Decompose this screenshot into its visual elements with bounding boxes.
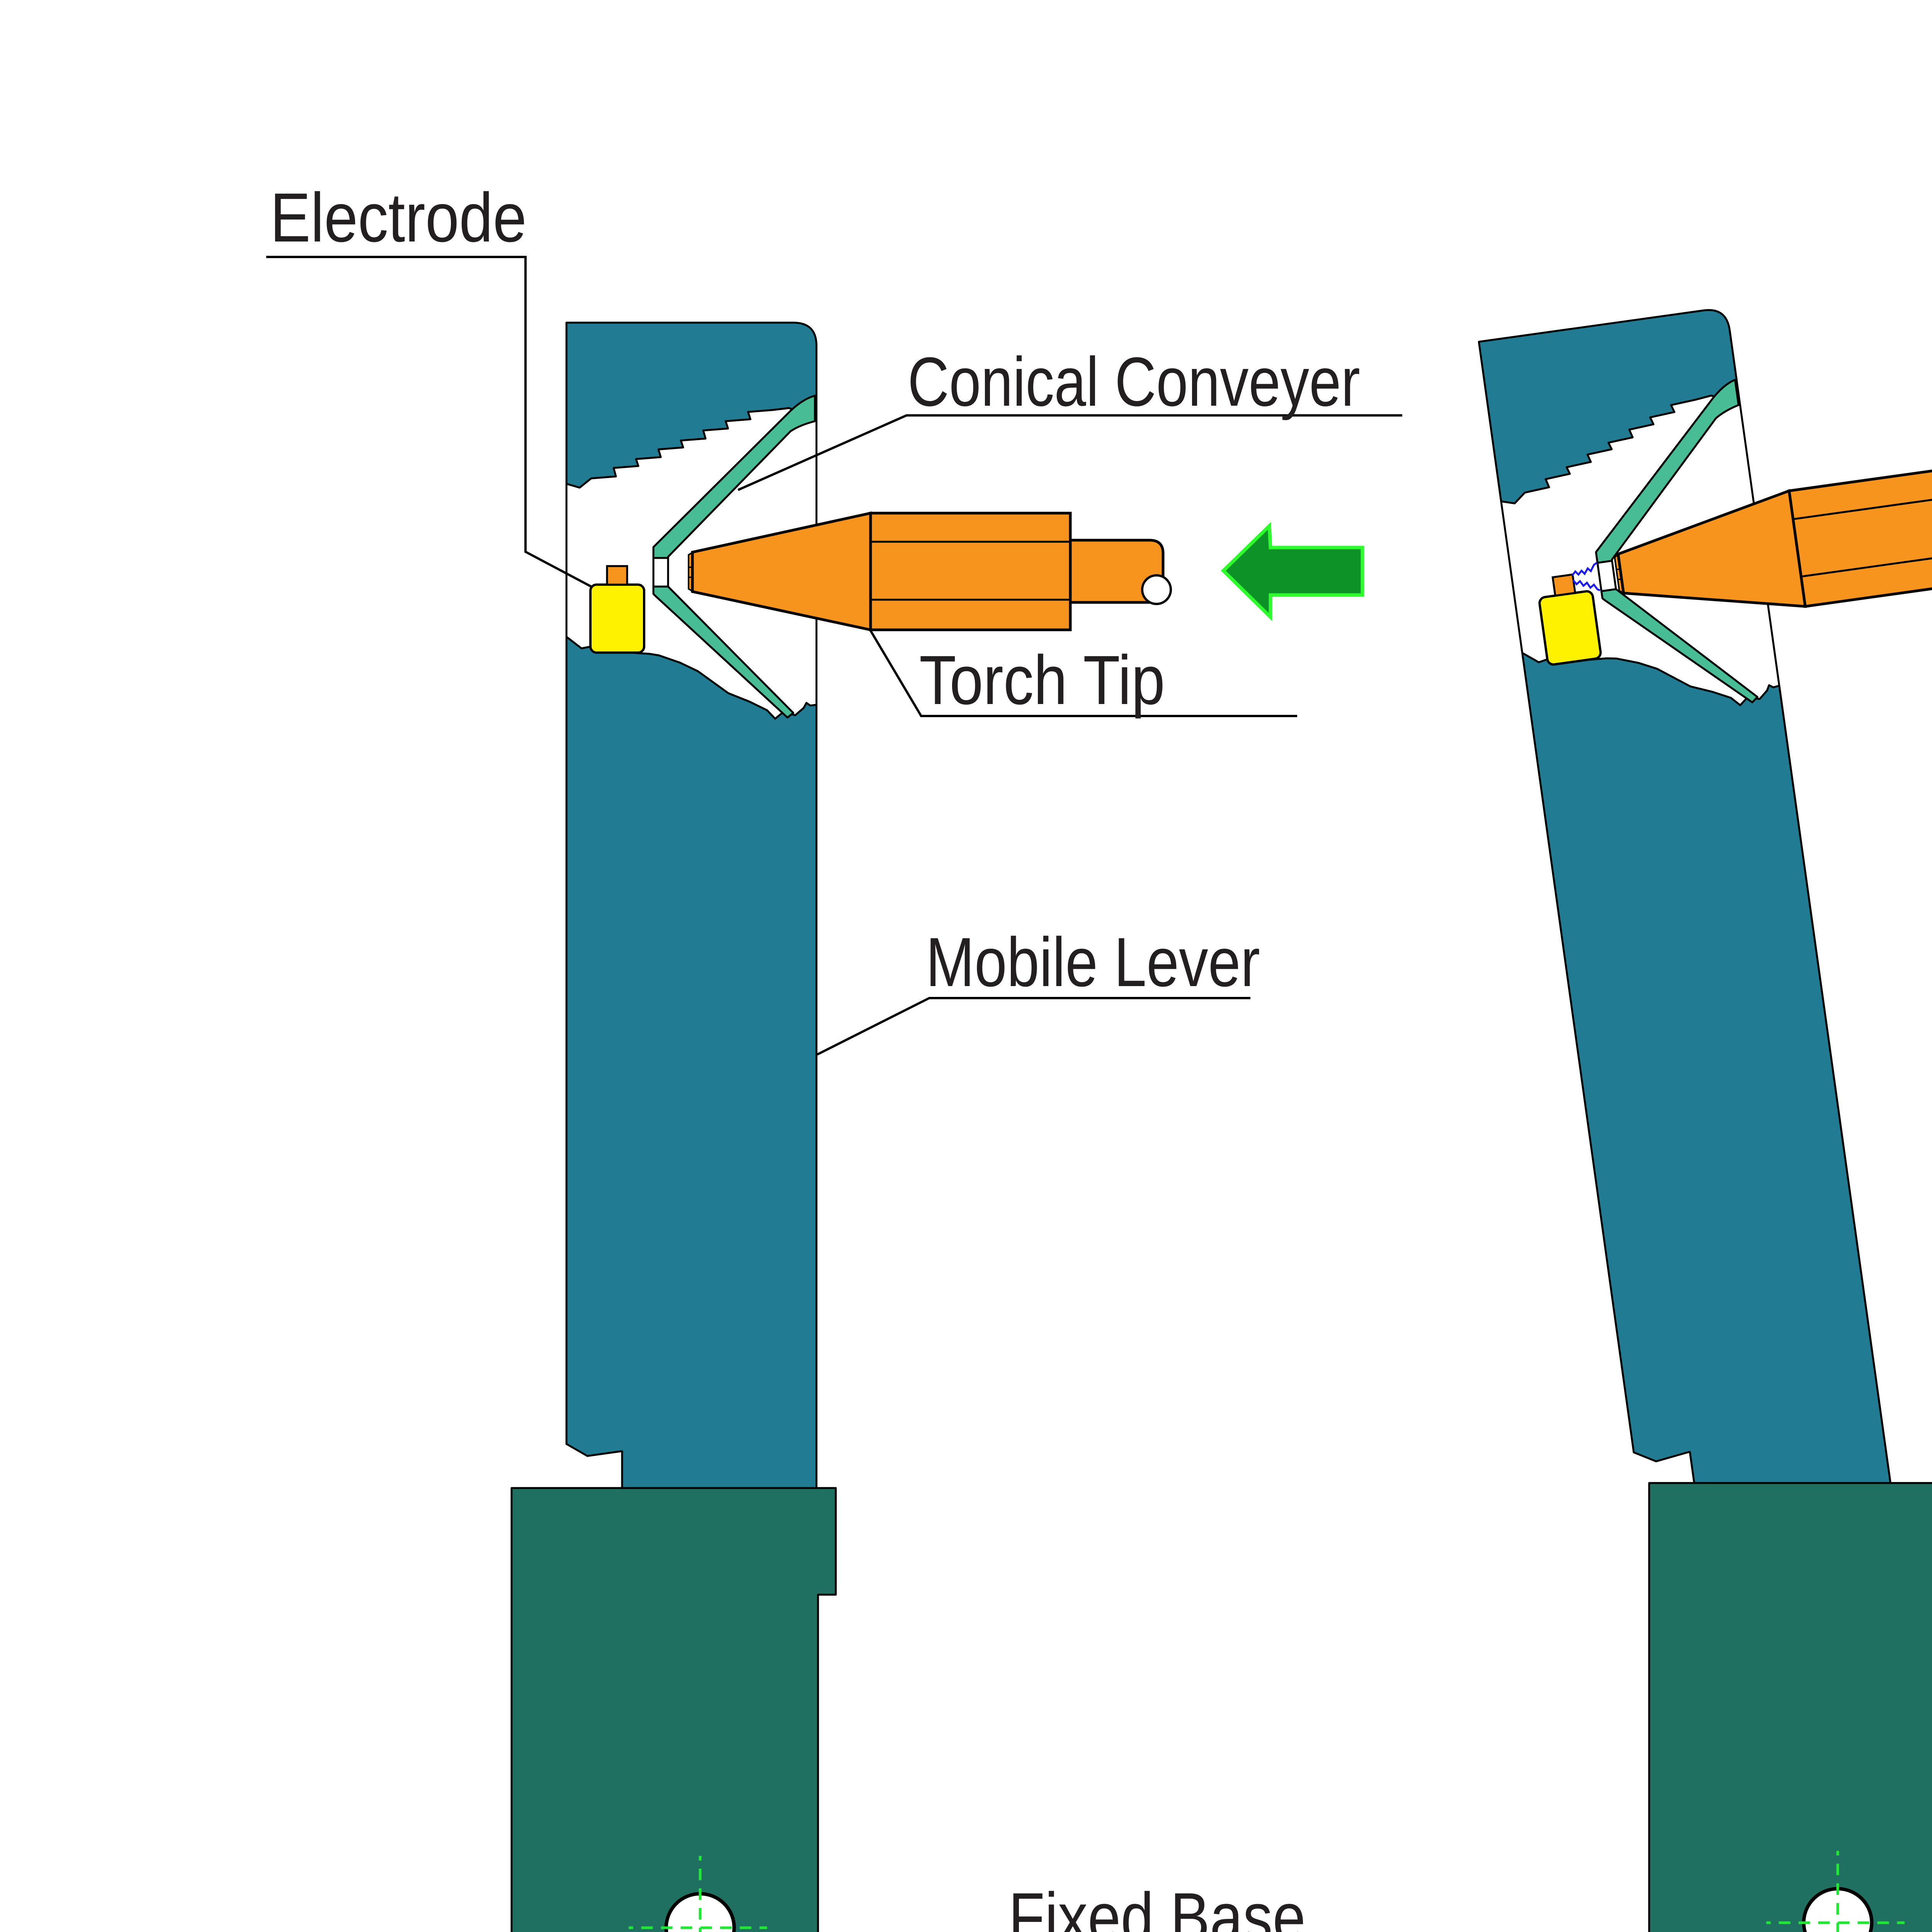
- svg-text:Torch Tip: Torch Tip: [919, 641, 1165, 719]
- svg-text:Conical Conveyer: Conical Conveyer: [908, 343, 1360, 421]
- svg-text:Fixed Base: Fixed Base: [1009, 1879, 1306, 1932]
- svg-text:Mobile Lever: Mobile Lever: [926, 923, 1260, 1001]
- svg-text:Electrode: Electrode: [270, 179, 527, 257]
